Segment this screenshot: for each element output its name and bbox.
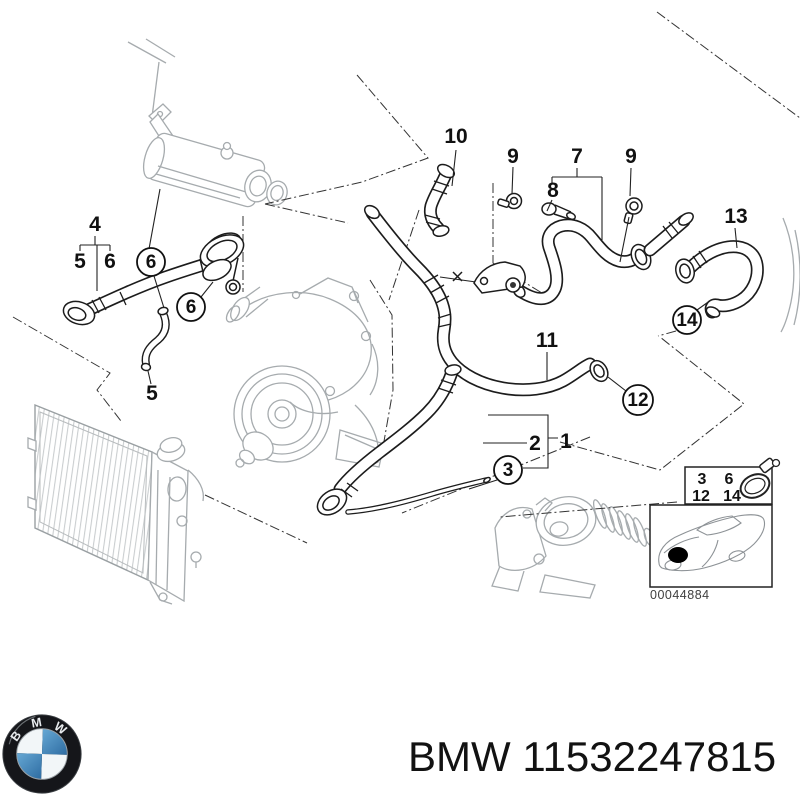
roundel-letter-m: M (30, 715, 43, 731)
callout-2: 2 (529, 432, 541, 455)
callout-5b: 5 (146, 382, 158, 405)
callout-14-circled: 14 (676, 310, 698, 331)
callout-6a-circled: 6 (146, 252, 157, 273)
brand-name: BMW (408, 733, 511, 780)
clamp-legend: 3 6 12 14 (684, 457, 781, 505)
hose-7-main-hose (512, 212, 694, 306)
callout-1: 1 (560, 430, 572, 453)
leader-lines (79, 149, 738, 490)
engine-edge (780, 217, 800, 333)
callout-7: 7 (571, 145, 583, 168)
hose-5-small-hose (140, 306, 170, 372)
callout-3-circled: 3 (503, 460, 514, 481)
callout-9b: 9 (625, 145, 637, 168)
callout-9a: 9 (507, 145, 519, 168)
callout-6b-circled: 6 (186, 297, 197, 318)
hose-11 (363, 204, 609, 397)
callout-6c: 6 (104, 250, 116, 273)
hose-3-vent-hose (345, 476, 491, 515)
callout-11: 11 (536, 329, 559, 352)
water-pump-assembly (225, 277, 385, 472)
temp-sensor (541, 202, 577, 221)
hose-10-elbow (423, 163, 456, 238)
car-locator: 00044884 (649, 504, 773, 602)
throttle-body (491, 496, 655, 599)
legend-6: 6 (725, 471, 734, 488)
callouts: 10 9 7 8 9 13 11 4 5 6 5 2 1 6 6 3 12 14 (74, 125, 748, 485)
group-boundary-lines (12, 11, 800, 544)
diagram-number: 00044884 (650, 588, 710, 602)
engine-dot-marker (668, 547, 688, 563)
hose-clamp-icon (739, 457, 781, 499)
aux-water-pump (127, 38, 288, 208)
hose-13 (675, 240, 764, 319)
legend-3: 3 (698, 471, 707, 488)
hose-2-lower-hose (316, 364, 462, 516)
cooling-hoses-diagram: 10 9 7 8 9 13 11 4 5 6 5 2 1 6 6 3 12 14… (12, 11, 800, 605)
part-number: 11532247815 (522, 733, 777, 780)
part-number-title: BMW 11532247815 (408, 733, 776, 781)
bmw-roundel-icon: B M W (2, 714, 82, 794)
bleed-screw-a (497, 192, 523, 210)
legend-12: 12 (692, 488, 710, 505)
callout-12-circled: 12 (627, 390, 648, 411)
mounting-bracket (452, 261, 526, 294)
bleed-screw-b (623, 197, 643, 225)
legend-14: 14 (723, 488, 741, 505)
callout-10: 10 (444, 125, 467, 148)
bracket-arm-line (439, 276, 477, 283)
hose-4-radiator-hose (62, 232, 245, 326)
callout-13: 13 (724, 205, 747, 228)
callout-5a: 5 (74, 250, 86, 273)
radiator (27, 403, 205, 605)
car-silhouette-icon (658, 514, 766, 572)
callout-4: 4 (89, 213, 101, 236)
callout-8: 8 (547, 179, 559, 202)
